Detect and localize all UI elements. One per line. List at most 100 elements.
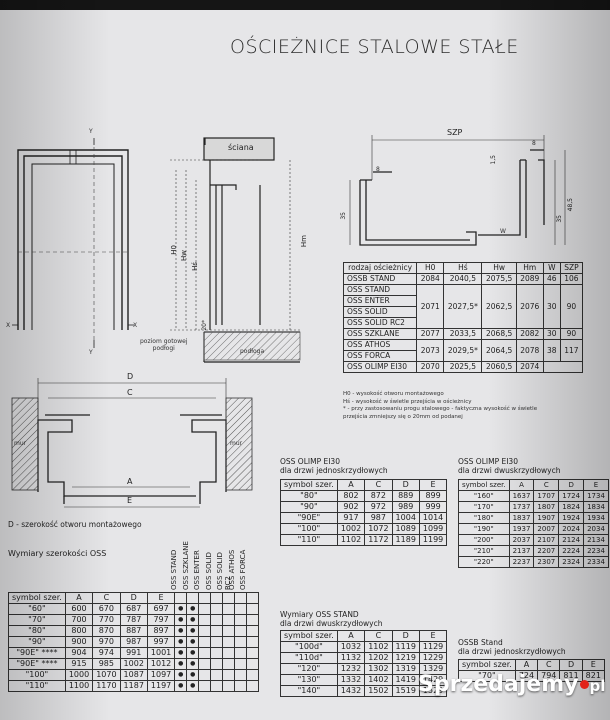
- compat-dot-cell: [222, 647, 236, 659]
- table-cell: 2324: [558, 556, 585, 568]
- table-cell: 999: [418, 501, 448, 513]
- d20-label: 20*: [201, 320, 208, 331]
- table-cell: 1824: [558, 501, 585, 513]
- compat-dot-cell: [222, 658, 236, 670]
- compat-dot-cell: [210, 603, 224, 615]
- olimp-single-caption: OSS OLIMP EI30 dla drzwi jednoskrzydłowy…: [280, 457, 388, 475]
- table-cell: 90: [559, 328, 584, 340]
- table-cell: 1229: [418, 652, 448, 664]
- table-cell-name: OSS SOLID RC2: [342, 317, 418, 329]
- dim-8-right-label: 8: [532, 140, 536, 147]
- table-cell: 887: [119, 625, 148, 637]
- compat-dot-cell: [234, 658, 248, 670]
- dim-d-label: D: [127, 372, 134, 381]
- table-cell: "110": [8, 680, 66, 692]
- table-cell: 902: [336, 501, 366, 513]
- profile-shape: [359, 159, 545, 246]
- table-cell: 974: [92, 647, 121, 659]
- compat-dot-cell: ●: [174, 625, 188, 637]
- compat-dot-cell: [246, 614, 260, 626]
- table-cell: "110": [280, 534, 338, 546]
- ossb-title: OSSB Stand: [458, 638, 503, 647]
- table-header-cell: A: [336, 479, 366, 491]
- table-header-cell: C: [537, 659, 561, 671]
- table-cell: 970: [92, 636, 121, 648]
- table-cell: 991: [119, 647, 148, 659]
- table-header-cell: E: [581, 659, 605, 671]
- table-cell: 821: [581, 670, 605, 682]
- table-cell: 1170: [92, 680, 121, 692]
- table-header-cell: [174, 592, 188, 604]
- table-cell: 2075,5: [481, 273, 517, 285]
- table-header-cell: rodzaj ościeżnicy: [342, 262, 418, 274]
- table-cell: 1197: [146, 680, 176, 692]
- table-header-cell: symbol szer.: [8, 592, 66, 604]
- table-cell: 1102: [336, 534, 366, 546]
- compat-dot-cell: [246, 636, 260, 648]
- table-cell: 2307: [533, 556, 560, 568]
- table-cell: 1087: [119, 669, 148, 681]
- table-cell: 1502: [364, 685, 393, 697]
- table-header-cell: C: [533, 479, 560, 491]
- table-header-cell: E: [583, 479, 609, 491]
- ossb-caption: OSSB Stand dla drzwi jednoskrzydłowych: [458, 638, 566, 656]
- compat-dot-cell: [234, 625, 248, 637]
- table-cell: "180": [458, 512, 510, 524]
- table-header-cell: C: [364, 630, 393, 642]
- table-cell: 1002: [119, 658, 148, 670]
- table-cell: "130": [280, 674, 338, 686]
- compat-dot-cell: [222, 603, 236, 615]
- compat-dot-cell: ●: [174, 647, 188, 659]
- table-cell: 770: [92, 614, 121, 626]
- compat-dot-cell: ●: [186, 636, 200, 648]
- table-cell: 1100: [64, 680, 94, 692]
- table-cell: 1129: [418, 641, 448, 653]
- table-header-cell: [222, 592, 236, 604]
- table-cell: 989: [391, 501, 420, 513]
- variant-header: OSS SOLID: [204, 552, 213, 590]
- table-cell: 1724: [558, 490, 585, 502]
- table-header-cell: A: [508, 479, 535, 491]
- table-cell: 1319: [391, 663, 420, 675]
- table-cell: 900: [64, 636, 94, 648]
- table-cell: 2134: [583, 534, 609, 546]
- table-cell: 670: [92, 603, 121, 615]
- table-header-cell: A: [514, 659, 539, 671]
- table-header-cell: Hś: [443, 262, 483, 274]
- dim-35-right-label: 35: [556, 215, 563, 223]
- table-cell: 1012: [146, 658, 176, 670]
- table-header-cell: D: [391, 630, 420, 642]
- table-header-cell: [210, 592, 224, 604]
- compat-dot-cell: ●: [174, 614, 188, 626]
- table-cell: 1187: [119, 680, 148, 692]
- table-cell: 2024: [558, 523, 585, 535]
- table-cell: 697: [146, 603, 176, 615]
- table-header-cell: D: [119, 592, 148, 604]
- table-cell: 1119: [391, 641, 420, 653]
- table-cell: 1807: [533, 501, 560, 513]
- compat-dot-cell: [210, 636, 224, 648]
- table-cell: 1002: [336, 523, 366, 535]
- table-cell: 1937: [508, 523, 535, 535]
- compat-dot-cell: [246, 603, 260, 615]
- variant-header: OSS ATHOS: [227, 549, 236, 590]
- table-cell: 1907: [533, 512, 560, 524]
- table-header-cell: E: [418, 479, 448, 491]
- table-cell-name: OSS SZKLANE: [342, 328, 418, 340]
- y-top-label: Y: [89, 128, 93, 135]
- frame-front-inner: [23, 155, 123, 330]
